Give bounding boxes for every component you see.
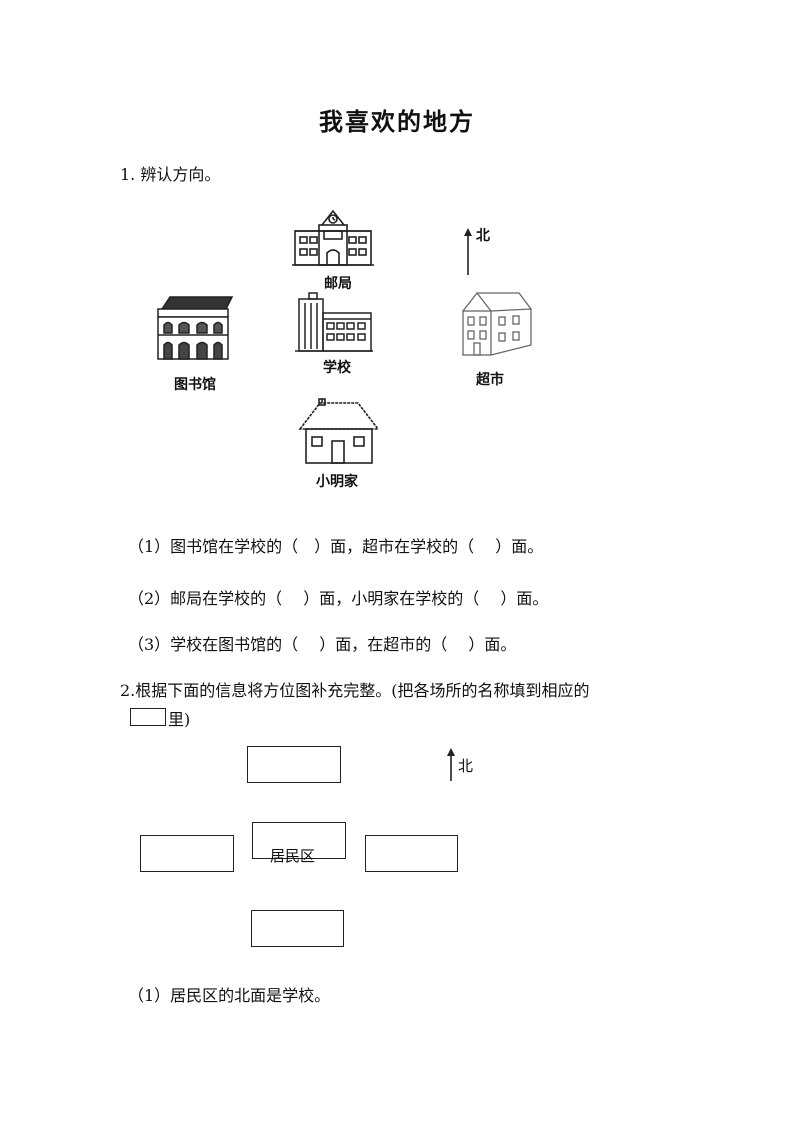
q1-heading: 1. 辨认方向。 xyxy=(120,165,221,184)
answer-box-east[interactable] xyxy=(365,835,458,872)
residential-area-label: 居民区 xyxy=(270,847,316,865)
school-label: 学校 xyxy=(323,360,351,376)
north-label: 北 xyxy=(476,228,490,244)
q2-heading-cont: 里) xyxy=(168,710,191,729)
school-icon xyxy=(295,292,373,352)
library-label: 图书馆 xyxy=(174,377,216,393)
residential-area-box xyxy=(252,822,346,859)
page-title: 我喜欢的地方 xyxy=(319,107,475,136)
post-office-label: 邮局 xyxy=(324,276,352,292)
xiaoming-home-label: 小明家 xyxy=(316,474,358,490)
answer-box-west[interactable] xyxy=(140,835,234,872)
q1-item-3: （3）学校在图书馆的（ ）面，在超市的（ ）面。 xyxy=(128,635,517,654)
north-label: 北 xyxy=(458,757,474,775)
supermarket-icon xyxy=(462,291,532,356)
q2-heading: 2.根据下面的信息将方位图补充完整。(把各场所的名称填到相应的 xyxy=(120,681,590,700)
answer-box-north[interactable] xyxy=(247,746,341,783)
answer-box-sample xyxy=(130,708,166,726)
north-arrow-icon xyxy=(447,748,455,781)
supermarket-label: 超市 xyxy=(476,372,504,388)
house-icon xyxy=(298,398,380,464)
q2-item-1: （1）居民区的北面是学校。 xyxy=(128,986,331,1005)
library-icon xyxy=(157,296,234,360)
post-office-icon xyxy=(292,209,374,266)
q1-item-2: （2）邮局在学校的（ ）面，小明家在学校的（ ）面。 xyxy=(128,589,549,608)
north-arrow-icon xyxy=(464,228,472,275)
q1-item-1: （1）图书馆在学校的（ ）面，超市在学校的（ ）面。 xyxy=(128,537,544,556)
answer-box-south[interactable] xyxy=(251,910,344,947)
